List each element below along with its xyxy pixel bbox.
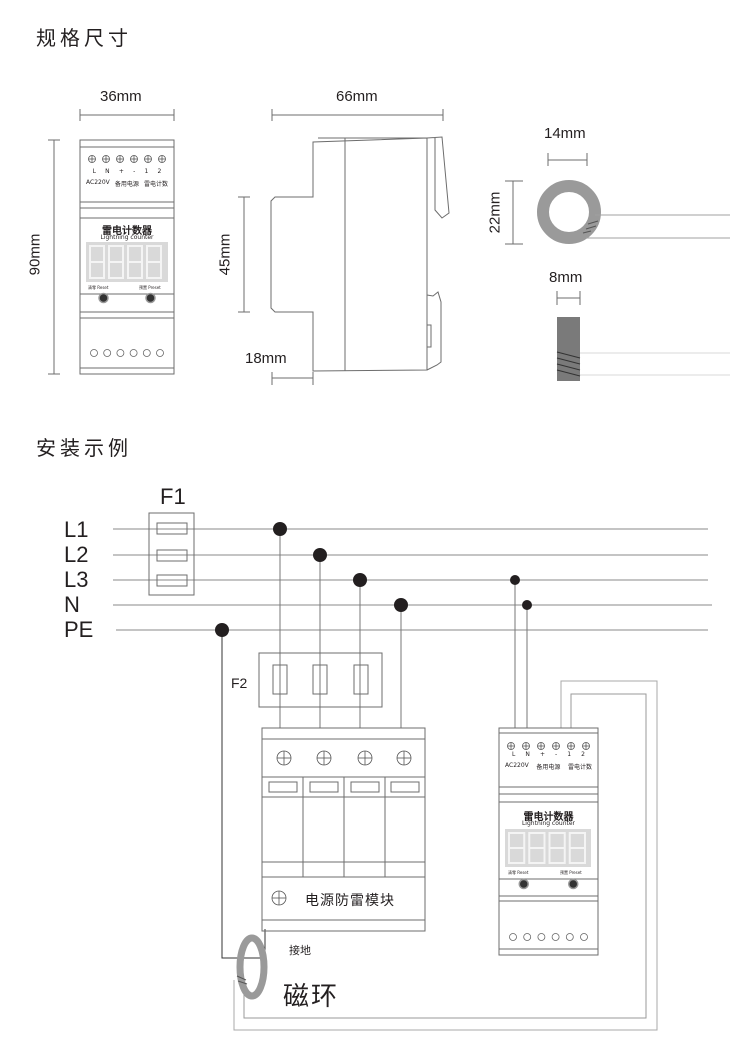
indicator-led-icon bbox=[551, 933, 560, 941]
junction-dot-pe bbox=[215, 623, 229, 637]
preset-button-icon bbox=[145, 292, 156, 304]
spd-module bbox=[261, 727, 426, 932]
terminal-label: N bbox=[105, 168, 110, 175]
magnetic-ring bbox=[236, 934, 268, 1000]
side-outline bbox=[270, 136, 450, 372]
terminal-label: - bbox=[555, 751, 558, 758]
indicator-led-icon bbox=[129, 349, 138, 357]
junction-dot-l3 bbox=[353, 573, 367, 587]
install-title-en: Lightning counter bbox=[521, 820, 576, 827]
fuse-f2-box bbox=[258, 652, 383, 708]
front-device-body bbox=[79, 139, 175, 375]
fuse-f1-l3 bbox=[156, 574, 188, 587]
terminal-label: L bbox=[512, 751, 516, 758]
bus-line-labels: L1 L2 L3 N PE bbox=[64, 517, 93, 642]
indicator-led-icon bbox=[523, 933, 532, 941]
terminal-label: 1 bbox=[144, 168, 149, 175]
junction-dot-l1 bbox=[273, 522, 287, 536]
fuse-f1-box bbox=[148, 512, 195, 596]
ring-spec bbox=[505, 153, 730, 381]
ring-wire-inner bbox=[243, 693, 647, 1019]
bus-label-pe: PE bbox=[64, 617, 94, 642]
front-title-cn: 雷电计数器 bbox=[102, 226, 152, 237]
indicator-led-icon bbox=[103, 349, 112, 357]
indicator-led-icon bbox=[156, 349, 164, 357]
spec-section-title: 规格尺寸 bbox=[36, 26, 132, 50]
spd-module-label: 电源防雷模块 bbox=[305, 893, 395, 909]
fuse-f2-label: F2 bbox=[231, 675, 248, 691]
indicator-led-icon bbox=[116, 349, 125, 357]
install-terminal-labels: L N + - 1 2 bbox=[499, 751, 598, 758]
install-device-labels: L N + - 1 2 AC220V 备用电源 雷电计数 bbox=[499, 751, 598, 771]
indicator-led-icon bbox=[565, 933, 574, 941]
terminal-labels: L N + - 1 2 bbox=[80, 168, 174, 175]
ground-label: 接地 bbox=[289, 944, 311, 957]
terminal-label: 1 bbox=[567, 751, 572, 758]
fuse-f1-l2 bbox=[156, 549, 188, 562]
terminal-label: 2 bbox=[581, 751, 585, 758]
dim-66mm: 66mm bbox=[336, 88, 378, 105]
terminal-label: N bbox=[525, 751, 530, 758]
junction-dot-n bbox=[394, 598, 408, 612]
indicator-led-icon bbox=[142, 349, 151, 357]
front-reset-label: 清零 Reset bbox=[88, 285, 109, 290]
front-device-labels: L N + - 1 2 AC220V 备用电源 雷电计数 bbox=[80, 168, 174, 188]
bus-lines bbox=[113, 528, 712, 631]
front-view-device bbox=[48, 109, 175, 375]
junction-dots bbox=[215, 522, 532, 637]
group-labels: AC220V 备用电源 雷电计数 bbox=[86, 179, 168, 188]
junction-dot-l2 bbox=[313, 548, 327, 562]
terminal-label: + bbox=[539, 751, 545, 758]
indicator-led-icon bbox=[90, 349, 98, 357]
ring-top-view bbox=[537, 180, 601, 244]
dim-14mm: 14mm bbox=[544, 125, 586, 142]
dim-8mm: 8mm bbox=[549, 269, 583, 286]
install-section-title: 安装示例 bbox=[36, 436, 132, 460]
install-reset-label: 清零 Reset bbox=[508, 870, 529, 875]
front-title-en: Lightning counter bbox=[100, 234, 154, 241]
install-title-cn: 雷电计数器 bbox=[523, 812, 574, 823]
dim-18mm: 18mm bbox=[245, 350, 287, 367]
indicator-led-icon bbox=[537, 933, 546, 941]
junction-dot-counter-l bbox=[510, 575, 520, 585]
install-preset-label: 预置 Preset bbox=[560, 870, 582, 875]
side-view-device bbox=[238, 109, 450, 385]
fuse-f1-label: F1 bbox=[160, 484, 186, 509]
indicator-led-icon bbox=[509, 933, 517, 941]
indicator-led-icon bbox=[580, 933, 588, 941]
bus-label-l3: L3 bbox=[64, 567, 89, 592]
preset-button-icon bbox=[568, 878, 579, 890]
ring-wire-outer bbox=[233, 680, 658, 1031]
bus-label-l2: L2 bbox=[64, 542, 89, 567]
bus-label-n: N bbox=[64, 592, 80, 617]
bus-label-l1: L1 bbox=[64, 517, 89, 542]
fuse-f1-l1 bbox=[156, 522, 188, 535]
install-group-labels: AC220V 备用电源 雷电计数 bbox=[505, 762, 592, 771]
junction-dot-counter-n bbox=[522, 600, 532, 610]
ring-label: 磁环 bbox=[283, 982, 340, 1012]
dim-22mm: 22mm bbox=[486, 191, 504, 234]
terminal-label: + bbox=[118, 168, 124, 175]
terminal-label: - bbox=[133, 168, 136, 175]
reset-button-icon bbox=[98, 292, 109, 304]
dim-90mm: 90mm bbox=[26, 233, 44, 276]
reset-button-icon bbox=[518, 878, 529, 890]
dim-45mm: 45mm bbox=[216, 233, 234, 276]
terminal-label: 2 bbox=[157, 168, 162, 175]
front-preset-label: 预置 Preset bbox=[139, 285, 161, 290]
dim-36mm: 36mm bbox=[100, 88, 142, 105]
terminal-label: L bbox=[92, 168, 96, 175]
